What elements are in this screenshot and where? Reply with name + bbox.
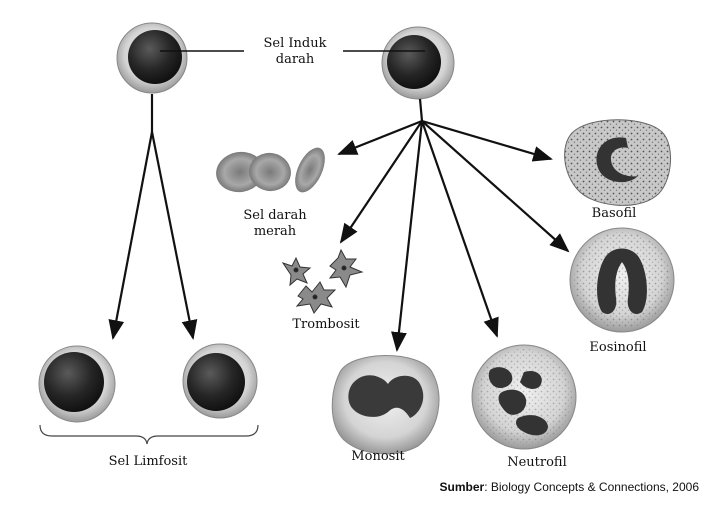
neutrophil-cell: [471, 344, 577, 450]
source-caption: Sumber: Biology Concepts & Connections, …: [439, 480, 700, 494]
lymphocyte-bracket: [39, 424, 259, 445]
stem-cell-right: [381, 26, 455, 100]
basophil-label: Basofil: [591, 206, 637, 221]
eosinophil-cell: [569, 227, 675, 333]
neutrophil-label: Neutrofil: [507, 455, 567, 470]
lymphocyte-cell-left: [38, 345, 116, 423]
monocyte-label: Monosit: [351, 449, 405, 464]
basophil-cell: [564, 119, 672, 206]
stem-cell-label: Sel Induk darah: [263, 36, 327, 67]
eosinophil-label: Eosinofil: [589, 340, 647, 355]
red-blood-cell-label: Sel darah merah: [243, 208, 307, 239]
platelet-label: Trombosit: [292, 317, 360, 332]
myeloid-arrows: [337, 98, 570, 352]
platelets: [281, 248, 364, 314]
stem-cell-left: [116, 22, 188, 94]
monocyte-cell: [331, 355, 440, 455]
red-blood-cells: [216, 147, 325, 193]
lymphocyte-label: Sel Limfosit: [108, 454, 188, 469]
lymphoid-arrows: [108, 94, 198, 340]
lymphocyte-cell-right: [182, 343, 258, 419]
